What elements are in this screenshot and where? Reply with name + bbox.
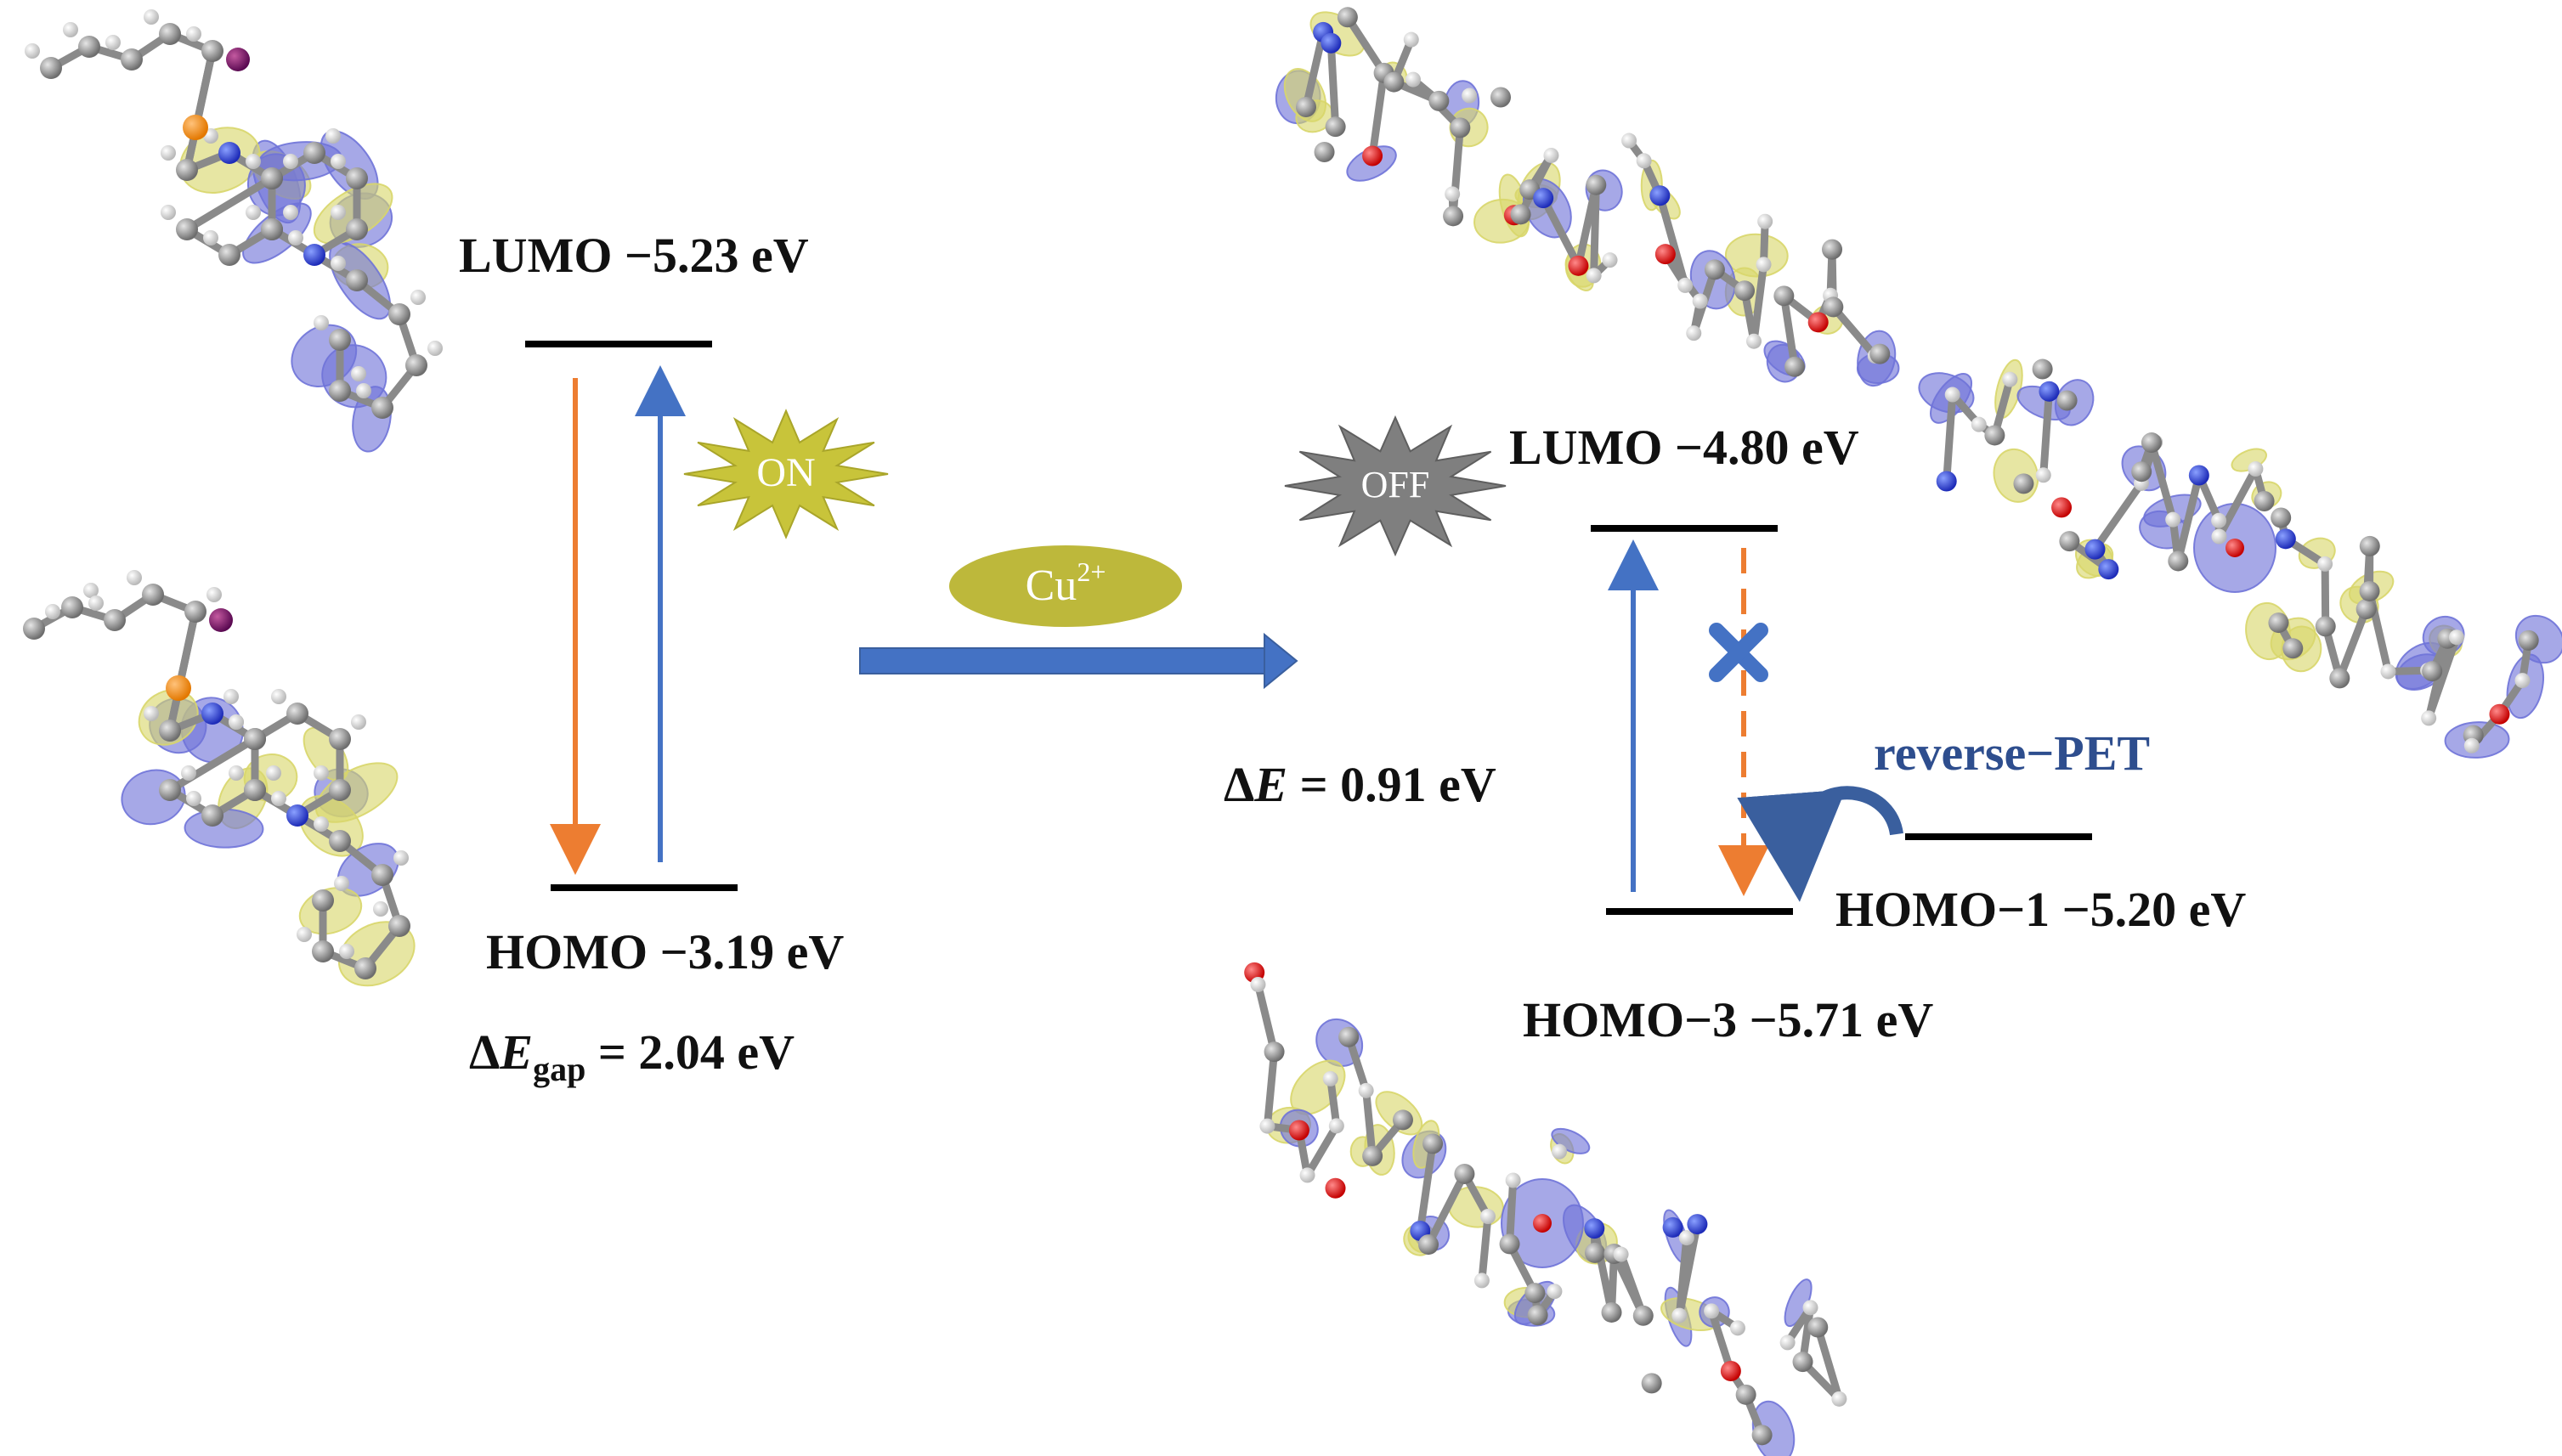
right-homo1-label: HOMO−1 −5.20 eV xyxy=(1835,882,2247,937)
off-badge-label: OFF xyxy=(1361,464,1430,505)
cu-reagent-label: Cu xyxy=(1026,562,1077,610)
reverse-pet-label: reverse−PET xyxy=(1874,725,2151,781)
right-homo1-orbital-image xyxy=(1918,358,2562,759)
on-badge: ON xyxy=(683,409,889,539)
right-delta-symbol: E xyxy=(1254,757,1288,812)
svg-text:Cu2+: Cu2+ xyxy=(1026,556,1106,610)
right-delta-prefix: Δ xyxy=(1224,757,1255,812)
reaction-arrow xyxy=(859,632,1298,690)
left-gap-subscript: gap xyxy=(533,1050,586,1088)
left-gap-label: ΔEgap = 2.04 eV xyxy=(469,1028,795,1086)
right-lumo-label: LUMO −4.80 eV xyxy=(1509,420,1859,475)
left-homo-label: HOMO −3.19 eV xyxy=(486,924,845,979)
left-lumo-orbital-image xyxy=(25,9,443,453)
blocked-cross-icon xyxy=(1709,623,1768,682)
right-delta-e-label: ΔE = 0.91 eV xyxy=(1224,760,1496,810)
reverse-pet-curved-arrow xyxy=(1737,786,1903,902)
left-gap-value: = 2.04 eV xyxy=(585,1024,795,1080)
left-gap-symbol: E xyxy=(500,1024,534,1080)
right-lumo-orbital-image xyxy=(1275,7,1900,387)
cu-charge-label: 2+ xyxy=(1077,556,1106,587)
left-lumo-label: LUMO −5.23 eV xyxy=(459,228,809,283)
left-gap-delta: Δ xyxy=(469,1024,501,1080)
off-badge: OFF xyxy=(1284,415,1507,557)
right-homo3-orbital-image xyxy=(1244,962,1847,1456)
right-homo3-label: HOMO−3 −5.71 eV xyxy=(1523,992,1934,1047)
left-homo-orbital-image xyxy=(23,570,416,987)
on-badge-label: ON xyxy=(756,450,815,495)
right-delta-value: = 0.91 eV xyxy=(1287,757,1496,812)
cu-reagent-badge: Cu2+ xyxy=(949,545,1182,627)
